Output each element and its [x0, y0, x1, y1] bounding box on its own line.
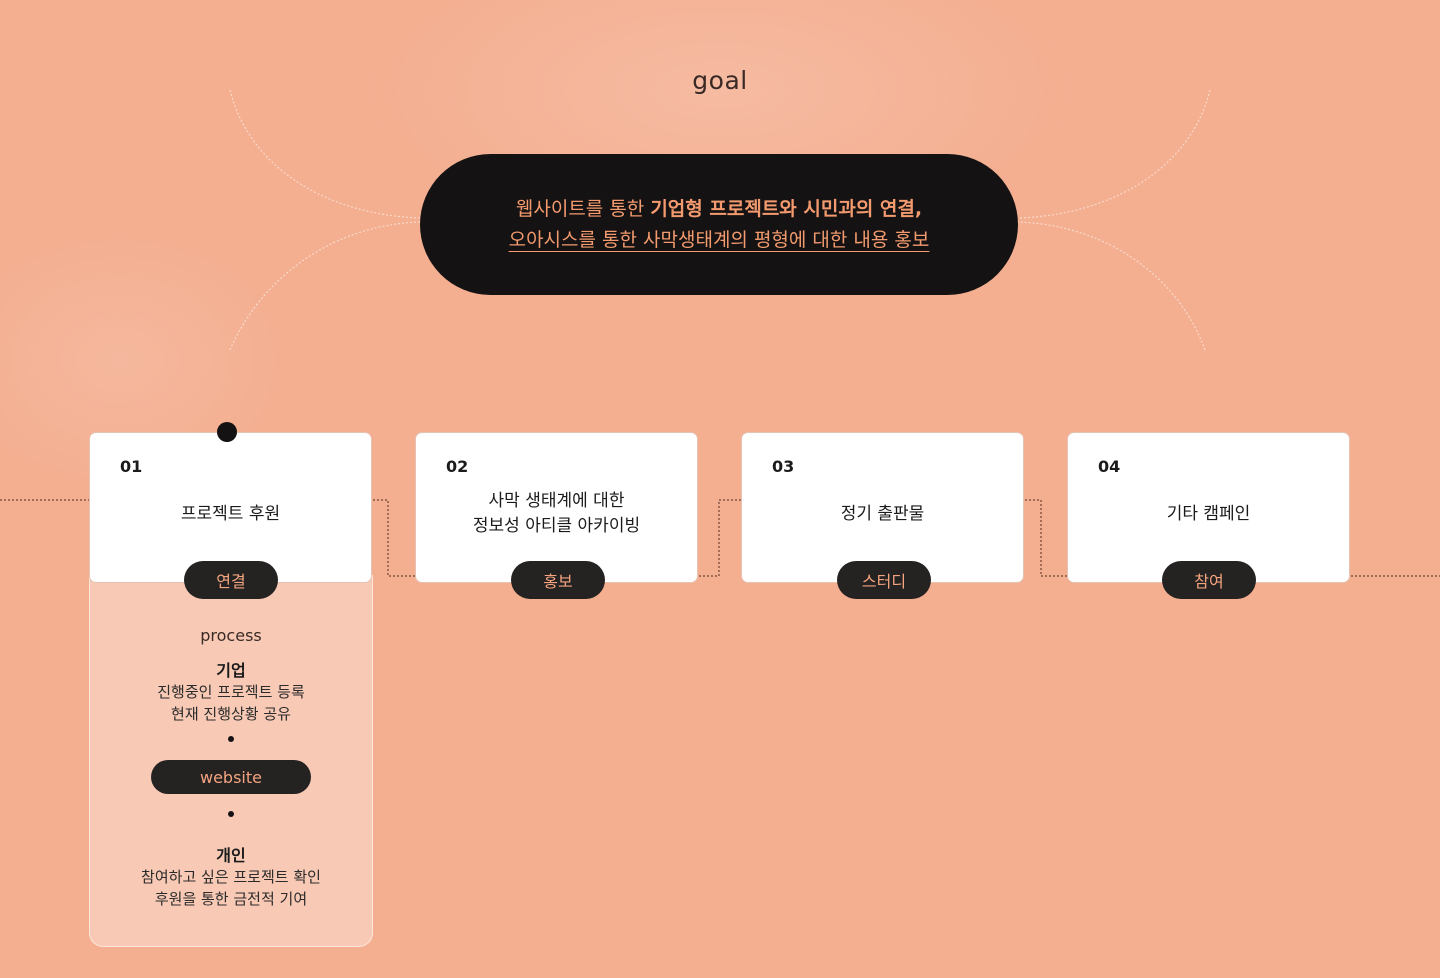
process-company-title: 기업	[216, 661, 246, 680]
process-company-line: 진행중인 프로젝트 등록	[157, 683, 305, 701]
goal-statement: 웹사이트를 통한 기업형 프로젝트와 시민과의 연결, 오아시스를 통한 사막생…	[420, 154, 1018, 295]
process-panel: process 기업 진행중인 프로젝트 등록 현재 진행상황 공유 websi…	[89, 575, 373, 947]
card-number: 01	[120, 457, 143, 476]
card-title: 사막 생태계에 대한 정보성 아티클 아카이빙	[472, 491, 641, 536]
goal-heading: goal	[692, 66, 748, 95]
goal-statement-line1: 웹사이트를 통한 기업형 프로젝트와 시민과의 연결,	[516, 194, 922, 225]
card-01: 01 프로젝트 후원	[89, 432, 372, 583]
goal-line1-regular: 웹사이트를 통한	[515, 197, 651, 220]
goal-line1-bold: 기업형 프로젝트와 시민과의 연결,	[650, 197, 923, 220]
tag-connect: 연결	[184, 561, 278, 599]
process-label: process	[200, 626, 262, 645]
process-individual-line: 참여하고 싶은 프로젝트 확인	[141, 868, 321, 886]
website-pill: website	[151, 760, 311, 794]
card-title: 기타 캠페인	[1166, 503, 1251, 524]
card-number: 02	[446, 457, 469, 476]
process-dot	[228, 736, 234, 742]
selected-pin-dot	[217, 422, 237, 442]
process-dot	[228, 811, 234, 817]
process-company-line: 현재 진행상황 공유	[171, 705, 291, 723]
card-title: 정기 출판물	[840, 503, 925, 524]
tag-study: 스터디	[837, 561, 931, 599]
process-individual-line: 후원을 통한 금전적 기여	[154, 890, 308, 908]
card-title: 프로젝트 후원	[180, 503, 281, 524]
process-individual-title: 개인	[216, 846, 246, 865]
card-number: 03	[772, 457, 795, 476]
tag-promote: 홍보	[511, 561, 605, 599]
card-04: 04 기타 캠페인	[1067, 432, 1350, 583]
process-company-group: 기업 진행중인 프로젝트 등록 현재 진행상황 공유	[90, 657, 372, 725]
card-number: 04	[1098, 457, 1121, 476]
card-02: 02 사막 생태계에 대한 정보성 아티클 아카이빙	[415, 432, 698, 583]
tag-participate: 참여	[1162, 561, 1256, 599]
card-03: 03 정기 출판물	[741, 432, 1024, 583]
process-individual-group: 개인 참여하고 싶은 프로젝트 확인 후원을 통한 금전적 기여	[90, 842, 372, 910]
goal-statement-line2: 오아시스를 통한 사막생태계의 평형에 대한 내용 홍보	[508, 228, 930, 251]
